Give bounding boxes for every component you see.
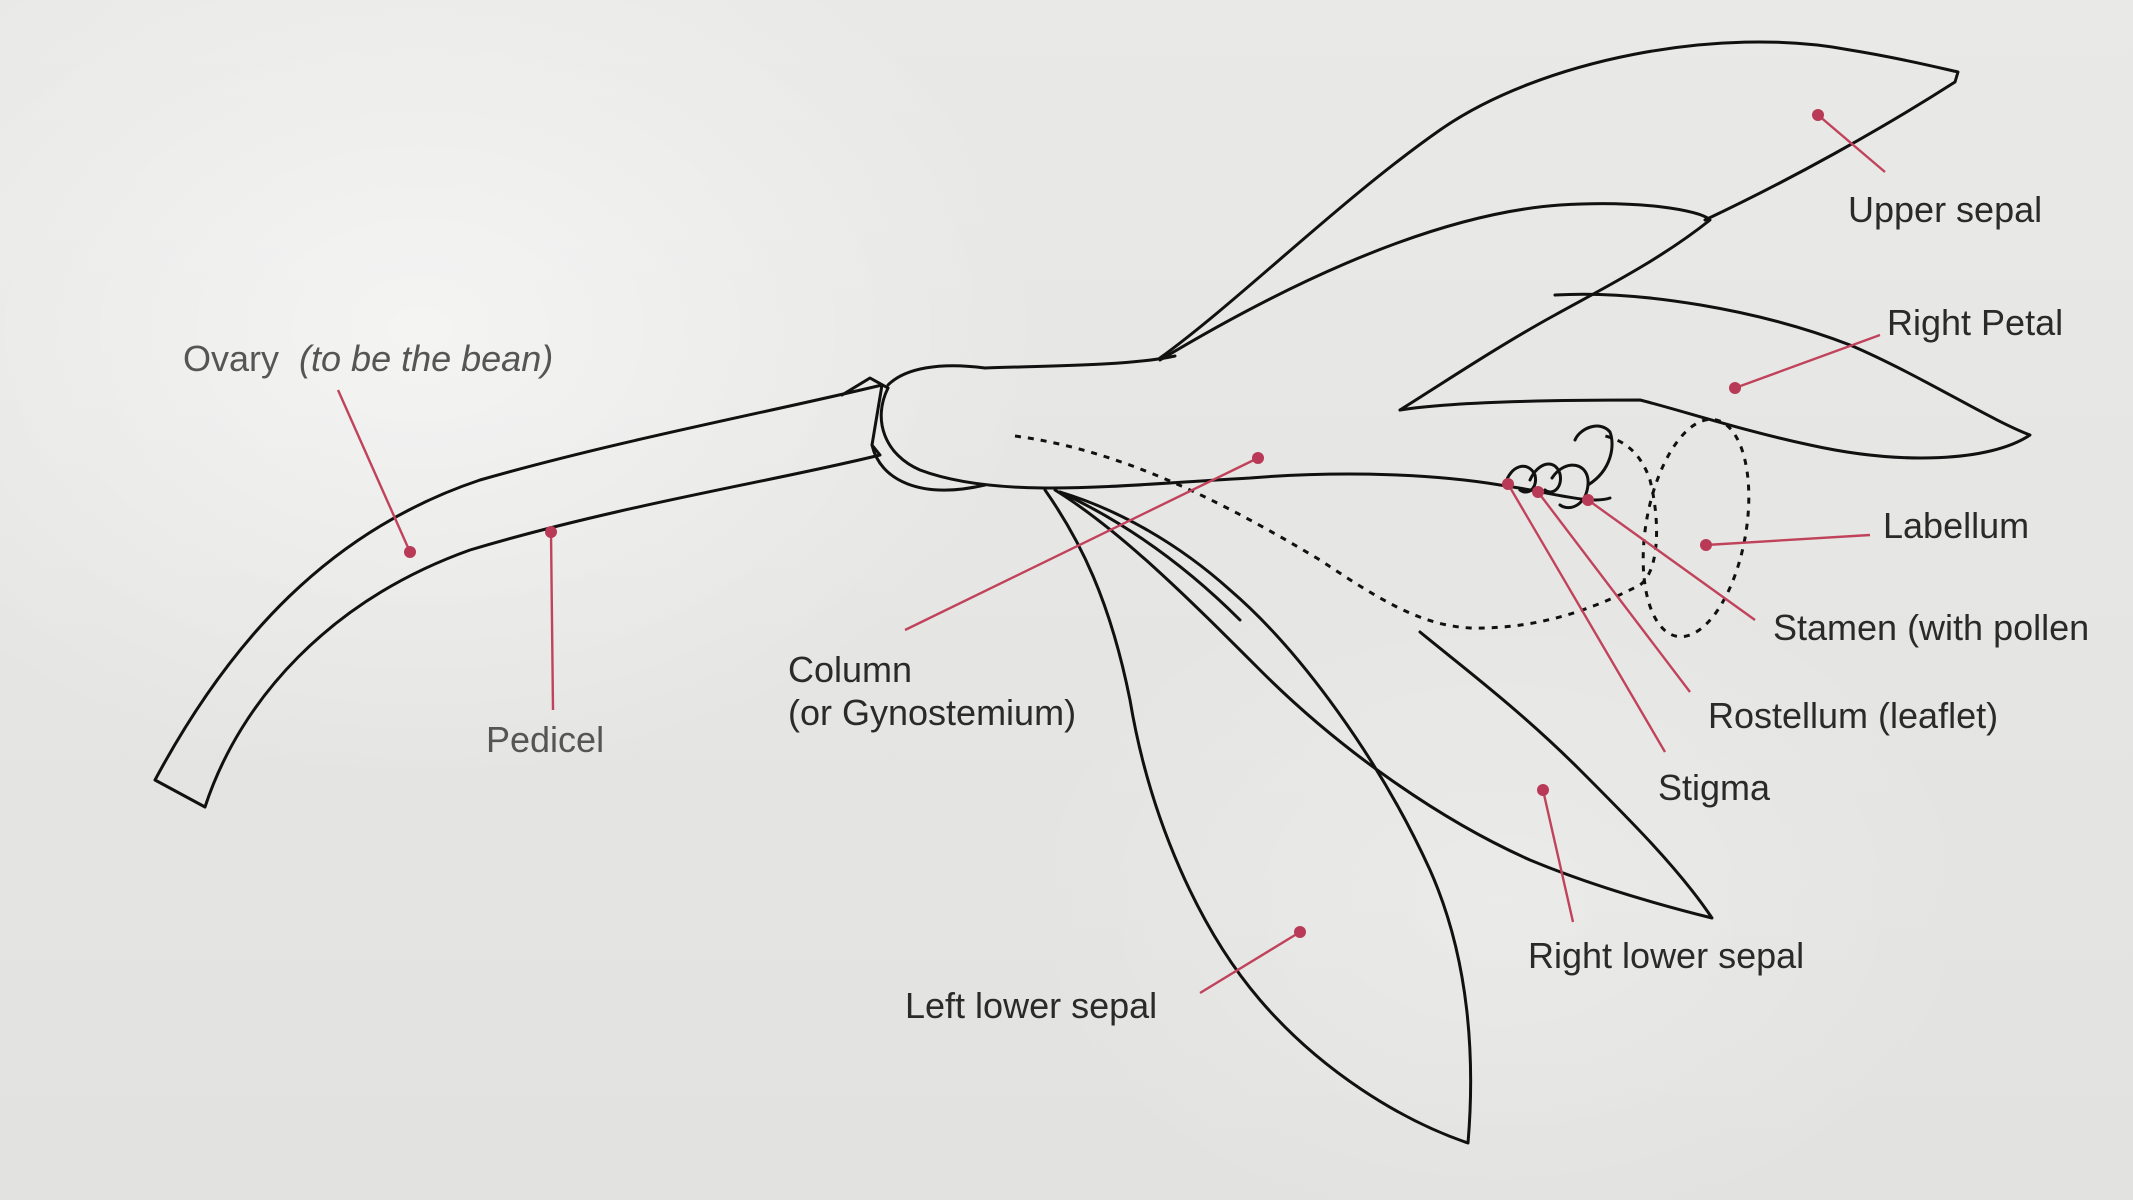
labellum-leader-dot (1700, 539, 1712, 551)
ovary-leader (336, 389, 412, 553)
label-ovary: Ovary (to be the bean) (183, 338, 553, 379)
column-leader (904, 456, 1259, 632)
label-labellum: Labellum (1883, 505, 2029, 546)
label-rostellum: Rostellum (leaflet) (1708, 695, 1998, 736)
label-pedicel: Pedicel (486, 719, 604, 760)
upper-sepal-outline (1158, 40, 1960, 360)
column-leader-dot (1252, 452, 1264, 464)
right-petal-lower-outline (1398, 292, 2032, 460)
stem-joint-line (840, 376, 890, 397)
labellum-inner-dashed (1641, 417, 1751, 639)
leader-lines (336, 109, 1886, 995)
rostellum-leader (1537, 491, 1691, 693)
stigma-leader (1506, 483, 1667, 753)
label-stamen: Stamen (with pollen (1773, 607, 2089, 648)
label-ovary-note: (to be the bean) (299, 338, 553, 379)
left-lower-sepal-leader-dot (1294, 926, 1306, 938)
stamen-leader (1587, 499, 1756, 621)
label-column-alt: (or Gynostemium) (788, 692, 1076, 733)
ovary-stem-outline (153, 383, 884, 809)
right-lower-sepal-outline (1053, 488, 1714, 920)
label-left-lower-sepal: Left lower sepal (905, 985, 1157, 1026)
pedicel-leader (549, 531, 555, 711)
stigma-leader-dot (1502, 478, 1514, 490)
right-petal-leader (1734, 333, 1881, 390)
left-lower-sepal-leader (1199, 930, 1301, 995)
column-lower-outline (870, 443, 987, 492)
rostellum-leader-dot (1532, 486, 1544, 498)
label-ovary-main: Ovary (183, 338, 279, 379)
right-petal-outline (1158, 202, 1712, 412)
label-right-petal: Right Petal (1887, 302, 2063, 343)
upper-sepal-leader (1817, 114, 1886, 173)
stamen-leader-dot (1582, 494, 1594, 506)
label-upper-sepal: Upper sepal (1848, 189, 2042, 230)
column-base-outline (886, 354, 1177, 387)
right-petal-leader-dot (1729, 382, 1741, 394)
right-lower-sepal-leader-dot (1537, 784, 1549, 796)
column-tip-outline (1573, 424, 1614, 487)
label-right-lower-sepal: Right lower sepal (1528, 935, 1804, 976)
column-outline (879, 386, 1612, 502)
left-lower-sepal-outline (1043, 488, 1473, 1145)
right-lower-sepal-leader (1541, 789, 1575, 923)
ovary-leader-dot (404, 546, 416, 558)
lower-sepal-inner-line (1058, 490, 1242, 622)
label-stigma: Stigma (1658, 767, 1771, 808)
pedicel-leader-dot (545, 526, 557, 538)
label-column: Column (788, 649, 912, 690)
upper-sepal-leader-dot (1812, 109, 1824, 121)
labellum-leader (1705, 533, 1871, 547)
